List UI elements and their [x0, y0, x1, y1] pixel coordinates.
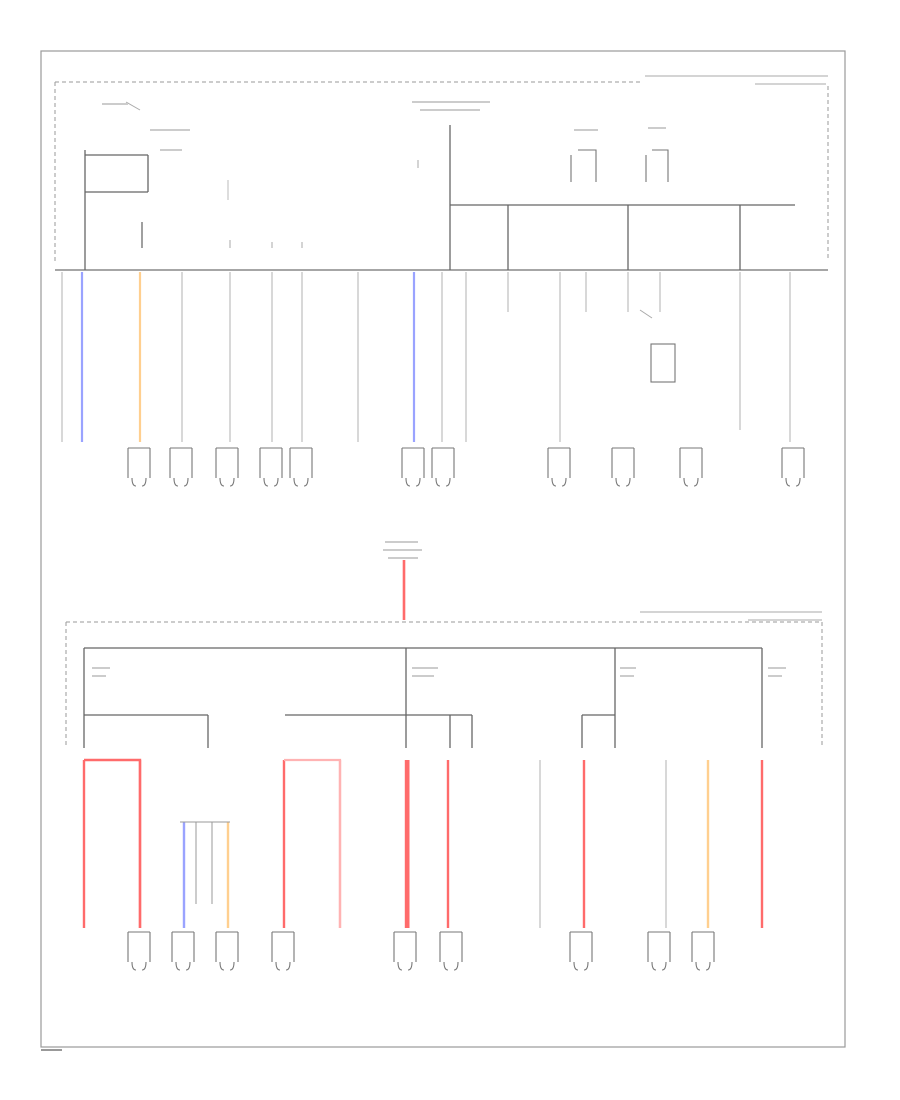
bottom-fuse-labels	[92, 667, 786, 677]
connector-icon	[289, 447, 313, 487]
connector-icon	[127, 931, 151, 971]
top-header-label-block	[640, 74, 830, 86]
connector-icon	[271, 931, 295, 971]
connector-icon	[781, 447, 805, 487]
top-section	[54, 74, 830, 487]
connector-icon	[547, 447, 571, 487]
bottom-fuse-box-outline	[65, 621, 823, 745]
connector-icon	[611, 447, 635, 487]
bottom-header-label	[640, 611, 822, 621]
relay-box	[650, 343, 676, 383]
top-wire-drops	[61, 272, 791, 442]
rail-tick-marks	[227, 160, 419, 248]
diagram-frame	[40, 50, 846, 1048]
connector-icon	[127, 447, 151, 487]
connector-icon	[691, 931, 715, 971]
connector-icon	[171, 931, 195, 971]
connector-icon	[431, 447, 455, 487]
splice-box	[180, 821, 230, 904]
bottom-wire-loop	[84, 758, 142, 928]
connector-icon	[215, 931, 239, 971]
center-power-bus	[412, 101, 795, 270]
relay-box-lead	[639, 309, 653, 319]
connector-icon	[569, 931, 593, 971]
bottom-wire-loop	[284, 758, 342, 928]
ignition-relay-group	[84, 101, 190, 270]
connector-icon	[401, 447, 425, 487]
bottom-wire-drops	[82, 758, 764, 928]
connector-icon	[679, 447, 703, 487]
bottom-section	[65, 611, 823, 971]
connector-icon	[169, 447, 193, 487]
connector-icon	[647, 931, 671, 971]
bottom-component-connectors	[127, 931, 715, 971]
connector-icon	[393, 931, 417, 971]
main-feed-splice	[383, 541, 422, 620]
connector-icon	[215, 447, 239, 487]
connector-icon	[259, 447, 283, 487]
top-component-connectors	[127, 447, 805, 487]
connector-icon	[439, 931, 463, 971]
top-header-label	[645, 75, 828, 85]
fuse-icon	[570, 127, 669, 182]
